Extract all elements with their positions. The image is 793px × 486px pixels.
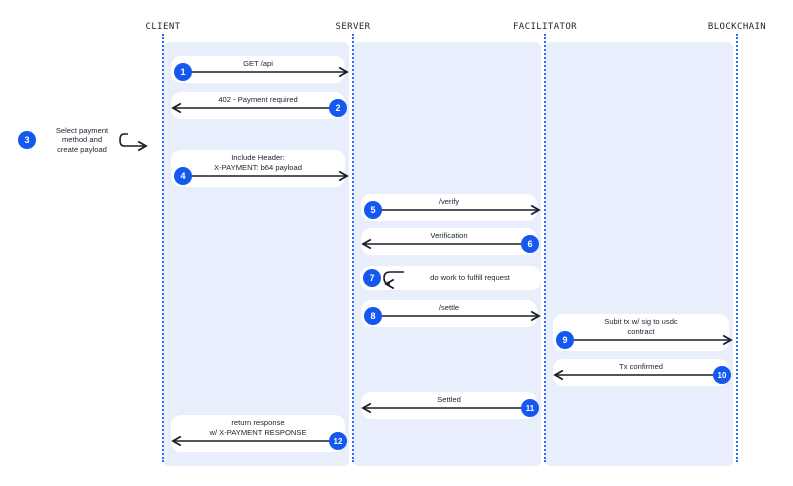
step-10-label-line: Tx confirmed bbox=[619, 361, 663, 371]
step-8-label-line: /settle bbox=[438, 302, 460, 312]
step-10-label: Tx confirmed bbox=[619, 362, 663, 372]
step-6-label-line: Verification bbox=[430, 230, 468, 240]
step-1-label-line: GET /api bbox=[243, 58, 273, 68]
step-12-label-line: w/ X-PAYMENT RESPONSE bbox=[209, 427, 307, 437]
step-4-label-line: X-PAYMENT: b64 payload bbox=[214, 162, 302, 172]
step-1-label: GET /api bbox=[243, 59, 273, 69]
step-1-badge: 1 bbox=[174, 63, 192, 81]
lane-header-blockchain: BLOCKCHAIN bbox=[707, 22, 767, 32]
lifeline-facilitator bbox=[544, 34, 546, 462]
step-3-label-line: create payload bbox=[57, 144, 107, 154]
step-10-bubble bbox=[553, 358, 729, 386]
lane-header-facilitator: FACILITATOR bbox=[512, 22, 578, 32]
step-2-badge: 2 bbox=[329, 99, 347, 117]
step-3-loop-arrow bbox=[119, 133, 148, 152]
step-12-bubble bbox=[171, 415, 345, 452]
step-5-label: /verify bbox=[439, 197, 459, 207]
step-9-label-line: contract bbox=[627, 326, 655, 336]
step-12-badge: 12 bbox=[329, 432, 347, 450]
step-6-label: Verification bbox=[430, 231, 467, 241]
step-8-bubble bbox=[361, 299, 537, 327]
lifeline-server bbox=[352, 34, 354, 462]
lane-panel-facilitator bbox=[545, 42, 733, 466]
step-4-badge: 4 bbox=[174, 167, 192, 185]
lifeline-blockchain bbox=[736, 34, 738, 462]
step-5-badge: 5 bbox=[364, 201, 382, 219]
step-9-label-line: Subit tx w/ sig to usdc bbox=[604, 317, 678, 326]
step-9-bubble bbox=[553, 314, 729, 351]
step-6-bubble bbox=[361, 227, 537, 255]
step-6-badge: 6 bbox=[521, 235, 539, 253]
step-7-badge: 7 bbox=[363, 269, 381, 287]
step-7-label: do work to fulfill request bbox=[430, 273, 510, 283]
step-3-label-line: method and bbox=[61, 135, 103, 145]
lane-header-client: CLIENT bbox=[145, 22, 181, 32]
step-2-label-line: 402 - Payment required bbox=[218, 94, 298, 104]
step-4-label-line: Include Header: bbox=[231, 153, 285, 162]
step-9-badge: 9 bbox=[556, 331, 574, 349]
step-11-label-line: Settled bbox=[437, 394, 461, 404]
step-11-badge: 11 bbox=[521, 399, 539, 417]
step-5-label-line: /verify bbox=[438, 196, 460, 206]
step-3-label-line: Select payment bbox=[55, 125, 109, 135]
step-5-bubble bbox=[361, 193, 537, 221]
lane-header-server: SERVER bbox=[335, 22, 371, 32]
step-8-badge: 8 bbox=[364, 307, 382, 325]
step-11-label: Settled bbox=[437, 395, 461, 405]
step-7-label-line: do work to fulfill request bbox=[430, 273, 510, 283]
step-2-label: 402 - Payment required bbox=[218, 95, 297, 105]
step-4-label: Include Header:X-PAYMENT: b64 payload bbox=[214, 153, 302, 172]
step-3-bubble bbox=[14, 121, 156, 159]
step-4-bubble bbox=[171, 150, 345, 187]
step-11-bubble bbox=[361, 391, 537, 419]
step-2-bubble bbox=[171, 91, 345, 119]
step-8-label: /settle bbox=[439, 303, 459, 313]
step-10-badge: 10 bbox=[713, 366, 731, 384]
step-1-bubble bbox=[171, 55, 345, 83]
step-3-badge: 3 bbox=[18, 131, 36, 149]
step-7-loop-arrow bbox=[383, 271, 404, 290]
step-12-label-line: return response bbox=[231, 418, 285, 427]
lifeline-client bbox=[162, 34, 164, 462]
